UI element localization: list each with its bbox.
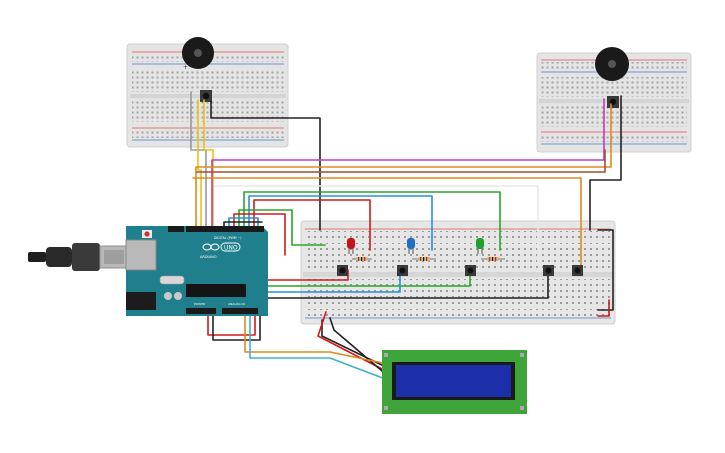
led-green (476, 238, 484, 254)
usb-cable (28, 243, 129, 271)
arduino-brand-label: ARDUINO (200, 255, 217, 259)
pushbutton-1 (337, 265, 348, 276)
buzzer-right (595, 47, 629, 81)
resistor-red-led (352, 257, 372, 261)
buzzer-left: + (182, 37, 214, 71)
resistor-blue-led (412, 257, 436, 261)
arduino-uno-label: UNO (224, 245, 238, 252)
led-blue (407, 238, 415, 254)
arduino-logo-icon (202, 242, 241, 252)
resistor-green-led (481, 257, 505, 261)
pushbutton-2 (397, 265, 408, 276)
svg-text:+: + (183, 64, 188, 71)
pushbutton-4 (543, 265, 554, 276)
wires (190, 91, 622, 381)
pushbutton-5 (572, 265, 583, 276)
pushbutton-3 (465, 265, 476, 276)
pushbutton-right-board (607, 96, 619, 108)
lcd-display (382, 350, 527, 414)
led-red (347, 238, 355, 254)
analog-header-label: ANALOG IN (228, 302, 245, 306)
arduino-uno-board: UNO ARDUINO DIGITAL (PWM ~) POWER ANALOG… (125, 226, 268, 316)
power-header-label: POWER (194, 302, 205, 306)
digital-header-label: DIGITAL (PWM ~) (214, 236, 241, 240)
pushbutton-left-board (200, 90, 212, 102)
